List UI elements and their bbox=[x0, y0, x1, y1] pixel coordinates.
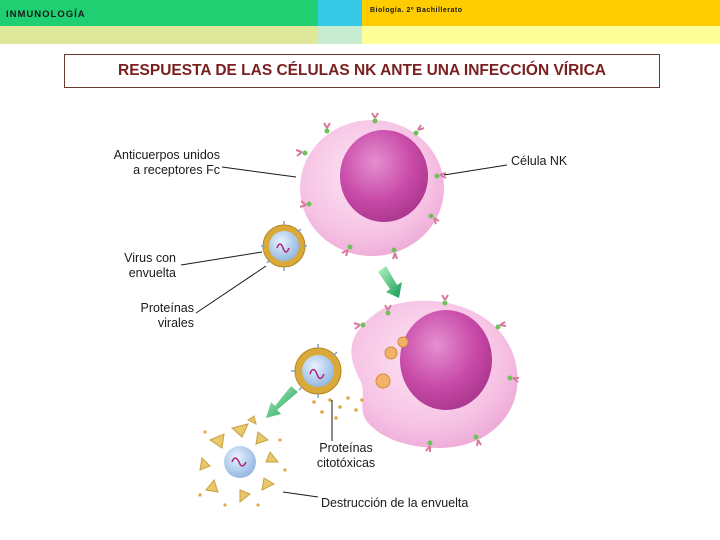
process-arrow-1 bbox=[378, 266, 402, 298]
virus-bottom bbox=[291, 344, 342, 398]
label-envelope-destruction: Destrucción de la envuelta bbox=[321, 496, 469, 510]
label-virus: Virus con envuelta bbox=[124, 251, 176, 280]
header-left-band bbox=[0, 0, 318, 26]
virus-destroyed bbox=[198, 415, 287, 507]
fc-receptors-top bbox=[295, 112, 447, 260]
header-middle-band bbox=[318, 0, 362, 26]
nucleus-bottom bbox=[400, 310, 492, 410]
cytotoxic-proteins bbox=[312, 396, 364, 420]
process-arrow-2 bbox=[266, 386, 298, 418]
nucleus-top bbox=[340, 130, 428, 222]
label-viral-proteins: Proteínas virales bbox=[140, 301, 194, 330]
label-antibodies: Anticuerpos unidos a receptores Fc bbox=[113, 148, 220, 177]
header-course-title: Biología. 2º Bachillerato bbox=[370, 7, 463, 14]
header-strip bbox=[0, 26, 720, 44]
nk-cell-top bbox=[295, 112, 447, 260]
leader-lines bbox=[180, 164, 508, 498]
label-nk-cell: Célula NK bbox=[511, 154, 568, 168]
nk-cell-bottom bbox=[351, 294, 519, 452]
slide-title: RESPUESTA DE LAS CÉLULAS NK ANTE UNA INF… bbox=[64, 54, 660, 88]
label-cytotoxic-proteins: Proteínas citotóxicas bbox=[316, 441, 376, 470]
granules bbox=[375, 336, 409, 389]
header-subject-title: INMUNOLOGÍA bbox=[6, 9, 86, 20]
virus-top bbox=[261, 221, 307, 271]
header-right-band bbox=[362, 0, 720, 26]
